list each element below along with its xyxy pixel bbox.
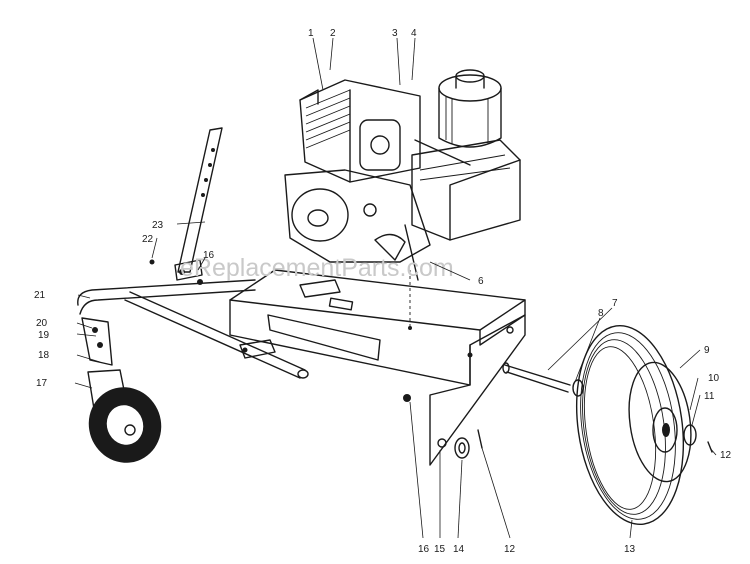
label-4: 4 [411, 28, 417, 39]
label-10: 10 [708, 373, 720, 384]
front-axle-tube [77, 279, 309, 379]
label-20: 20 [36, 318, 48, 329]
engine [284, 69, 521, 281]
label-7: 7 [612, 298, 618, 309]
rear-wheel [575, 325, 692, 525]
label-9: 9 [704, 345, 710, 356]
label-22: 22 [142, 234, 154, 245]
part-labels: 1 2 3 4 6 7 8 9 10 11 12 13 14 15 16 12 … [34, 28, 732, 555]
leader-lines [74, 37, 717, 539]
label-3: 3 [392, 28, 398, 39]
air-cleaner [438, 69, 502, 148]
label-1: 1 [308, 28, 314, 39]
label-18: 18 [38, 350, 50, 361]
caster-wheel [81, 317, 162, 463]
handle-bar [149, 127, 223, 285]
watermark: eReplacementParts.com [180, 254, 454, 282]
fuel-tank [411, 139, 521, 241]
label-16b: 16 [203, 250, 215, 261]
label-12a: 12 [720, 450, 732, 461]
label-17: 17 [36, 378, 48, 389]
label-15: 15 [434, 544, 446, 555]
label-13: 13 [624, 544, 636, 555]
label-16a: 16 [418, 544, 430, 555]
label-21: 21 [34, 290, 46, 301]
label-12b: 12 [504, 544, 516, 555]
label-14: 14 [453, 544, 465, 555]
label-11: 11 [704, 391, 715, 402]
chassis-plate [229, 269, 526, 466]
label-23: 23 [152, 220, 164, 231]
label-2: 2 [330, 28, 336, 39]
label-8: 8 [598, 308, 604, 319]
crankcase [284, 169, 431, 281]
label-19: 19 [38, 330, 50, 341]
cylinder-head [299, 79, 421, 183]
label-6: 6 [478, 276, 484, 287]
rear-axle [454, 362, 713, 459]
